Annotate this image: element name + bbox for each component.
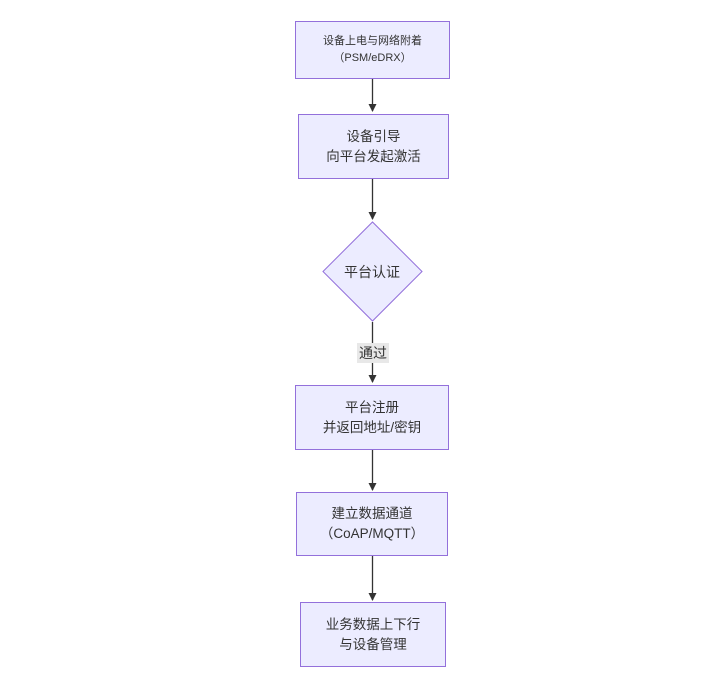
node-platform-register: 平台注册 并返回地址/密钥 <box>295 385 449 450</box>
node-label-line: 向平台发起激活 <box>326 148 421 164</box>
decision-platform-auth-label: 平台认证 <box>344 264 400 280</box>
node-business-data-device-mgmt: 业务数据上下行 与设备管理 <box>300 602 446 667</box>
node-label-line: 建立数据通道 <box>331 506 413 521</box>
node-label-line: 设备上电与网络附着 <box>323 35 422 47</box>
edge-label-pass: 通过 <box>357 343 389 363</box>
node-label-line: （CoAP/MQTT） <box>319 526 425 541</box>
node-device-power-network-attach: 设备上电与网络附着 （PSM/eDRX） <box>295 21 450 79</box>
node-label-line: 平台注册 <box>345 399 399 415</box>
node-label-line: 与设备管理 <box>339 636 407 652</box>
node-label-line: 设备引导 <box>346 128 401 144</box>
node-data-channel: 建立数据通道 （CoAP/MQTT） <box>296 492 448 556</box>
node-label-line: 业务数据上下行 <box>325 616 421 632</box>
node-label-line: 并返回地址/密钥 <box>322 419 422 435</box>
node-device-bootstrap-activate: 设备引导 向平台发起激活 <box>298 114 449 179</box>
node-label-line: （PSM/eDRX） <box>333 52 412 64</box>
